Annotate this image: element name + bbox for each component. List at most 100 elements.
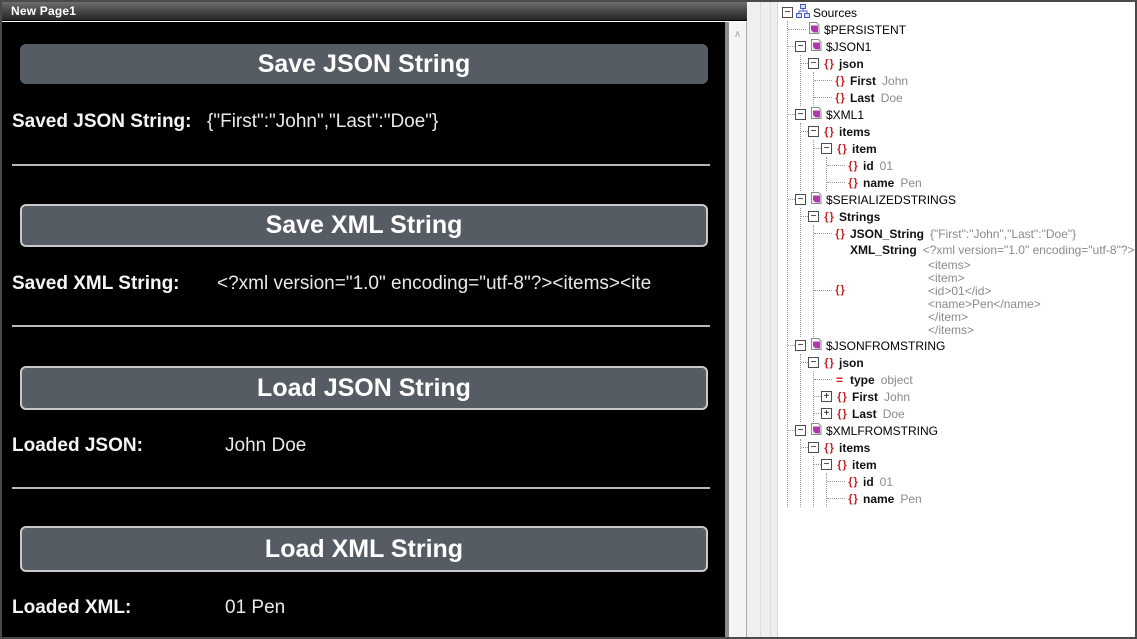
node-name: Last	[852, 406, 877, 421]
tree-node-items[interactable]: −{ }items	[801, 123, 1135, 140]
tree-node-json[interactable]: −{ }json	[801, 354, 1135, 371]
load-xml-string-button[interactable]: Load XML String	[20, 526, 708, 572]
save-json-string-button[interactable]: Save JSON String	[20, 44, 708, 84]
tree-node-item[interactable]: −{ }item	[814, 140, 1135, 157]
collapse-icon[interactable]: −	[821, 459, 832, 470]
collapse-icon[interactable]: −	[795, 340, 806, 351]
tree-node-jsonfromstring[interactable]: − $JSONFROMSTRING	[788, 337, 1135, 354]
tree-children: −{ }Strings{ }JSON_String{"First":"John"…	[800, 208, 1135, 337]
tree-node-item[interactable]: −{ }item	[814, 456, 1135, 473]
collapse-icon[interactable]: −	[808, 211, 819, 222]
collapse-icon[interactable]: −	[795, 109, 806, 120]
tree-node-items[interactable]: −{ } items	[801, 439, 1135, 456]
loaded-json-label: Loaded JSON:	[12, 435, 143, 456]
collapse-icon[interactable]: −	[795, 41, 806, 52]
divider-line	[12, 164, 710, 166]
element-icon: { }	[837, 390, 847, 403]
tree-node-json[interactable]: −{ }json	[801, 55, 1135, 72]
phone-canvas: Save JSON String Saved JSON String: {"Fi…	[2, 22, 725, 637]
datasource-icon	[808, 422, 823, 439]
tree-connector	[801, 362, 808, 363]
element-icon: { }	[824, 441, 834, 454]
expand-icon[interactable]: +	[821, 408, 832, 419]
tree-node-strings[interactable]: −{ }Strings	[801, 208, 1135, 225]
node-value: <?xml version="1.0" encoding="utf-8"?>	[922, 243, 1135, 257]
datasource-icon	[808, 191, 823, 208]
collapse-icon[interactable]: −	[795, 194, 806, 205]
tree-connector	[814, 396, 821, 397]
load-json-string-button[interactable]: Load JSON String	[20, 366, 708, 410]
saved-json-row: Saved JSON String: {"First":"John","Last…	[12, 111, 725, 133]
node-value: Doe	[880, 90, 903, 105]
element-icon: { }	[848, 176, 858, 189]
tree-connector	[814, 379, 832, 380]
node-value: object	[880, 372, 913, 387]
tree-node-xmlfromstring[interactable]: −$XMLFROMSTRING	[788, 422, 1135, 439]
node-value-line: <items>	[928, 258, 971, 272]
tree-node-xml1[interactable]: −$XML1	[788, 106, 1135, 123]
element-icon: { }	[824, 210, 834, 223]
node-value-line: </item>	[928, 310, 969, 324]
save-xml-string-button[interactable]: Save XML String	[20, 204, 708, 247]
tree-connector	[814, 290, 832, 291]
loaded-xml-label: Loaded XML:	[12, 597, 132, 618]
page-tab[interactable]: New Page1	[2, 2, 747, 21]
collapse-icon[interactable]: −	[808, 126, 819, 137]
datasource-icon	[808, 106, 823, 123]
tree-node-json-string[interactable]: { }JSON_String{"First":"John","Last":"Do…	[814, 225, 1135, 242]
datasource-icon	[808, 38, 823, 55]
collapse-icon[interactable]: −	[808, 442, 819, 453]
sources-pane: −Sources$PERSISTENT−$JSON1−{ }json{ }Fir…	[777, 2, 1135, 637]
element-icon: { }	[837, 407, 847, 420]
collapse-icon[interactable]: −	[808, 58, 819, 69]
element-icon: { }	[837, 142, 847, 155]
node-value-line: <id>01</id>	[928, 284, 992, 298]
sources-icon	[795, 4, 810, 21]
tree-connector	[827, 182, 845, 183]
loaded-xml-value: 01 Pen	[225, 597, 286, 618]
node-name: name	[863, 491, 895, 506]
tree-connector	[801, 447, 808, 448]
tree-node-persistent[interactable]: $PERSISTENT	[788, 21, 1135, 38]
node-name: type	[850, 372, 875, 387]
tree-connector	[814, 148, 821, 149]
element-icon: { }	[824, 57, 834, 70]
element-icon: { }	[835, 227, 845, 240]
collapse-icon[interactable]: −	[795, 425, 806, 436]
collapse-icon[interactable]: −	[808, 357, 819, 368]
tree-node-sources[interactable]: −Sources	[782, 4, 1135, 21]
sources-tree: −Sources$PERSISTENT−$JSON1−{ }json{ }Fir…	[778, 2, 1135, 507]
node-name: First	[852, 389, 879, 404]
tree-connector	[827, 498, 845, 499]
node-name: items	[839, 440, 871, 455]
node-value: 01	[879, 474, 894, 489]
tree-connector	[827, 165, 845, 166]
node-name: $JSONFROMSTRING	[826, 338, 946, 353]
pane-splitter[interactable]	[747, 2, 777, 637]
collapse-icon[interactable]: −	[821, 143, 832, 154]
collapse-icon[interactable]: −	[782, 7, 793, 18]
preview-scrollbar[interactable]: ∧	[725, 22, 747, 637]
tree-node-serializedstrings[interactable]: −$SERIALIZEDSTRINGS	[788, 191, 1135, 208]
tree-node-json1[interactable]: −$JSON1	[788, 38, 1135, 55]
element-icon: { }	[835, 91, 845, 104]
element-icon: { }	[835, 74, 845, 87]
scroll-up-icon[interactable]: ∧	[733, 29, 742, 40]
tree-connector	[788, 199, 795, 200]
expand-icon[interactable]: +	[821, 391, 832, 402]
tree-node-xml-string[interactable]: { }XML_String<?xml version="1.0" encodin…	[814, 242, 1135, 337]
